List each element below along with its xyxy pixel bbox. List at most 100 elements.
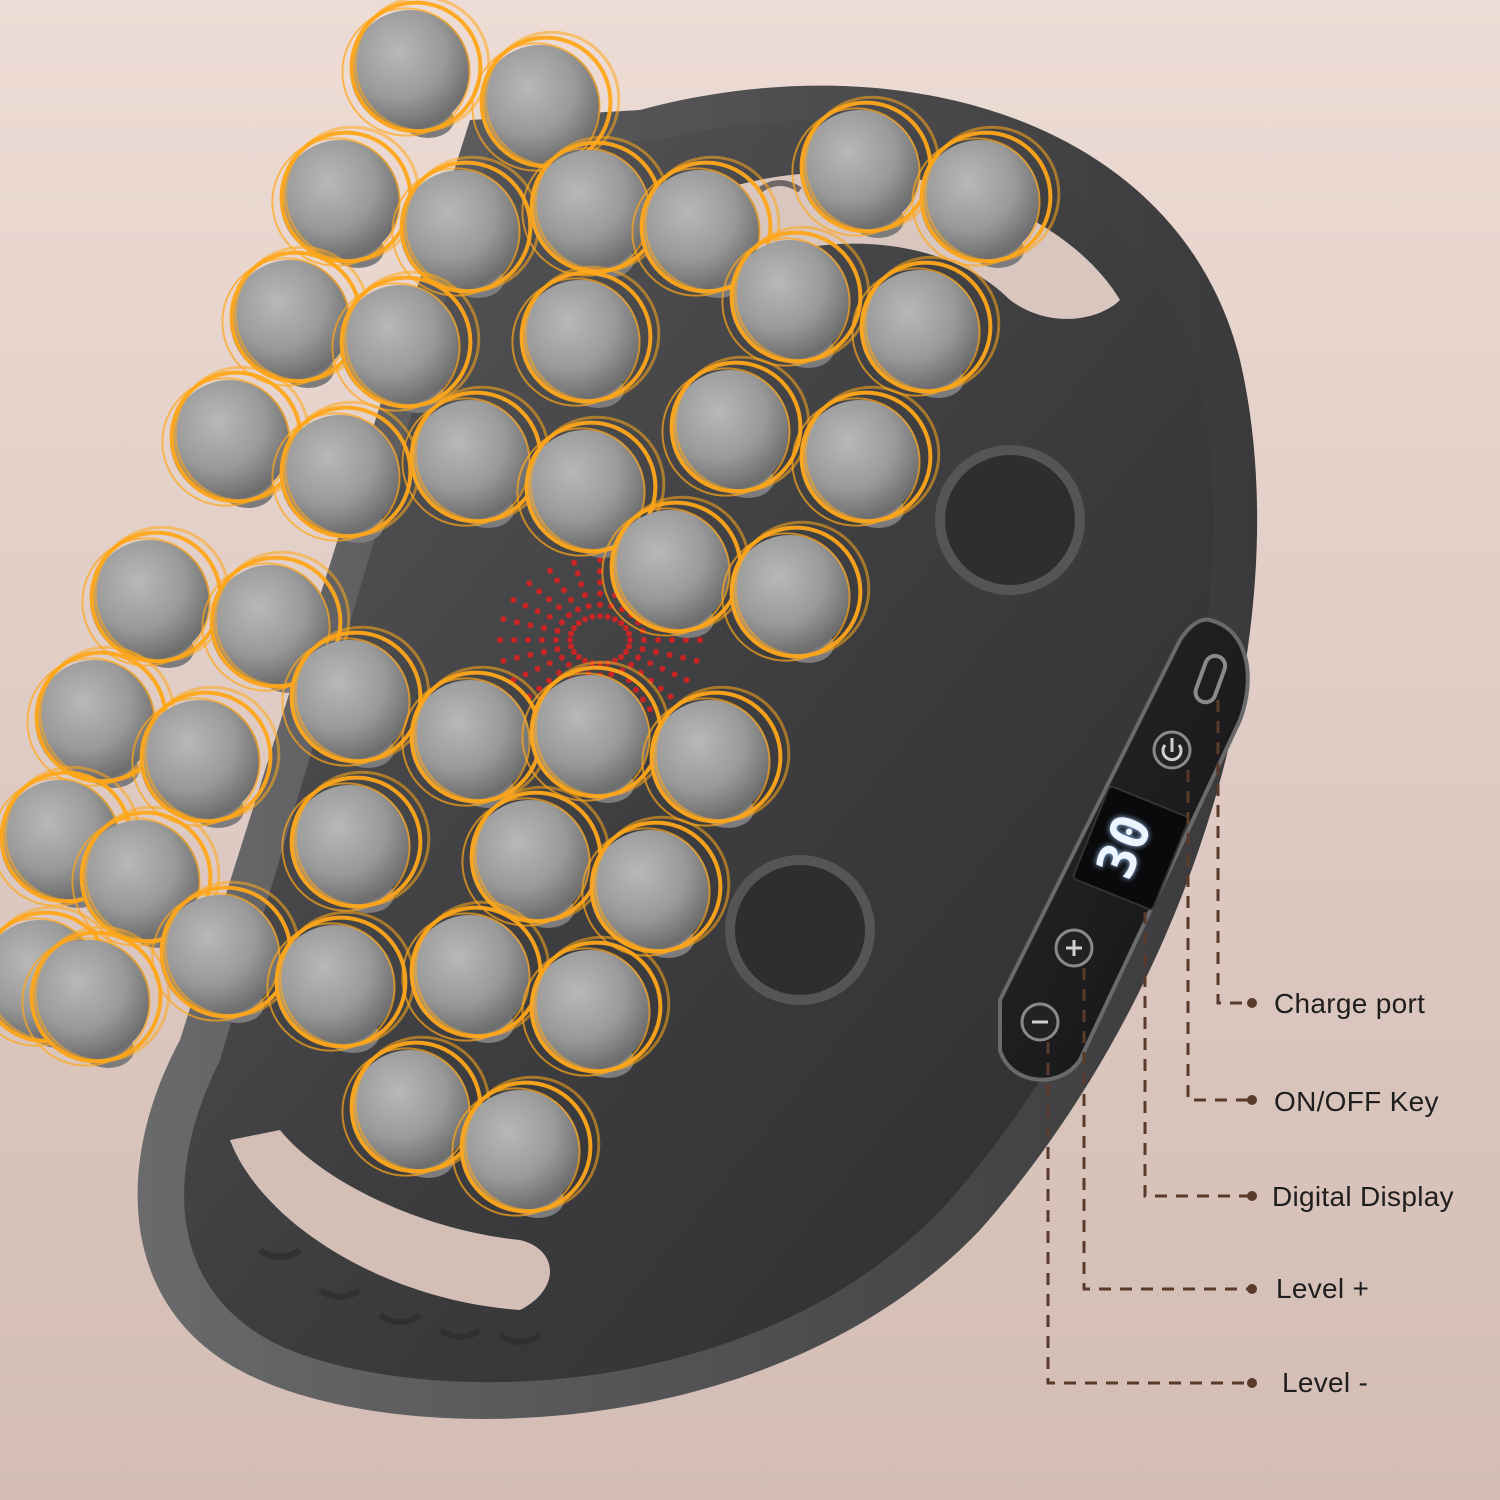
infrared-dot [597,601,603,608]
infrared-dot [622,649,629,655]
infrared-dot [568,596,574,603]
infrared-dot [558,654,565,661]
infrared-dot [574,570,581,577]
massage-node [391,155,541,298]
infrared-dot [680,654,687,661]
lower-motor-hub [725,855,875,1005]
infrared-dot [589,613,596,620]
infrared-dot [641,637,647,643]
callout-level-plus: Level + [1276,1273,1370,1304]
infrared-dot [527,651,534,658]
infrared-dot [546,613,553,620]
leader-charge-port [1216,700,1250,1005]
infrared-dot [666,651,673,658]
infrared-dot [554,627,561,634]
infrared-dot [510,597,517,603]
infrared-dot [597,579,603,586]
massage-node [266,910,416,1053]
infrared-dot [659,665,666,672]
infrared-dot [655,637,661,643]
power-icon[interactable] [1152,730,1192,770]
massage-node [911,125,1061,268]
plus-icon[interactable] [1054,928,1094,968]
infrared-dot [582,657,588,664]
infrared-dot [568,643,575,650]
infrared-dot [546,596,553,603]
massage-node [721,520,871,663]
infrared-dot [575,653,582,660]
infrared-dot [540,624,547,631]
infrared-dot [555,604,562,611]
infrared-dot [567,637,573,643]
minus-icon[interactable] [1020,1002,1060,1042]
infrared-dot [647,706,653,713]
infrared-dot [582,616,588,623]
massage-node [451,1075,601,1218]
infrared-dot [553,637,559,643]
infrared-dot [536,588,543,595]
infrared-dot [525,637,531,643]
massage-node [401,385,551,528]
infrared-dot [554,646,561,653]
massage-node [281,625,431,768]
leader-level-plus [1082,968,1250,1291]
massage-node [401,900,551,1043]
massage-node [21,925,171,1068]
infrared-dot [500,657,507,664]
callout-dots [1247,998,1257,1388]
infrared-dot [534,665,541,672]
infrared-dot [671,671,678,678]
infrared-dot [639,646,646,653]
infrared-dot [565,612,572,619]
massage-node [341,1035,491,1178]
infrared-dot [635,654,642,661]
digital-display-screen [1072,785,1190,911]
infrared-dot [513,654,520,661]
massage-node [281,770,431,913]
infrared-dot [627,637,633,643]
massage-node [331,270,481,413]
massage-node [461,785,611,928]
infrared-dot [513,619,520,626]
bottom-handle-opening [230,1130,550,1310]
callout-digital-display: Digital Display [1272,1181,1454,1212]
infrared-dot [546,677,553,684]
infrared-dot [536,685,543,692]
infrared-dot [669,637,675,643]
infrared-dot [619,606,625,613]
massage-node [81,525,231,668]
infrared-dot [585,602,592,609]
infrared-dot [604,613,611,620]
infrared-dot [633,686,639,693]
massage-node [641,685,791,828]
infrared-dot [640,696,646,703]
massage-node [516,415,666,558]
infrared-dot [608,671,615,678]
massage-node [851,255,1001,398]
infrared-dot [647,660,654,667]
infrared-dot [526,580,533,587]
massage-node [161,365,311,508]
leader-level-minus [1046,1042,1250,1385]
infrared-dot [653,649,660,656]
infrared-dot [683,677,690,683]
infrared-dot [628,661,635,668]
massage-node [131,685,281,828]
infrared-dot [558,619,565,626]
infrared-dot [657,685,664,692]
massage-node [631,155,781,298]
infrared-dot [693,657,700,664]
infrared-dot [497,637,503,643]
upper-motor-hub [935,445,1085,595]
infrared-dot [540,649,547,656]
leader-digital-display [1143,912,1250,1198]
infrared-dot [697,637,703,643]
infrared-dot [581,592,588,599]
massage-nodes [0,0,1061,1218]
infrared-dot [571,559,578,566]
infrared-dot [571,649,578,655]
infrared-dot [597,557,603,563]
infrared-dot [522,602,529,609]
usb-c-port-icon[interactable] [1193,653,1228,705]
